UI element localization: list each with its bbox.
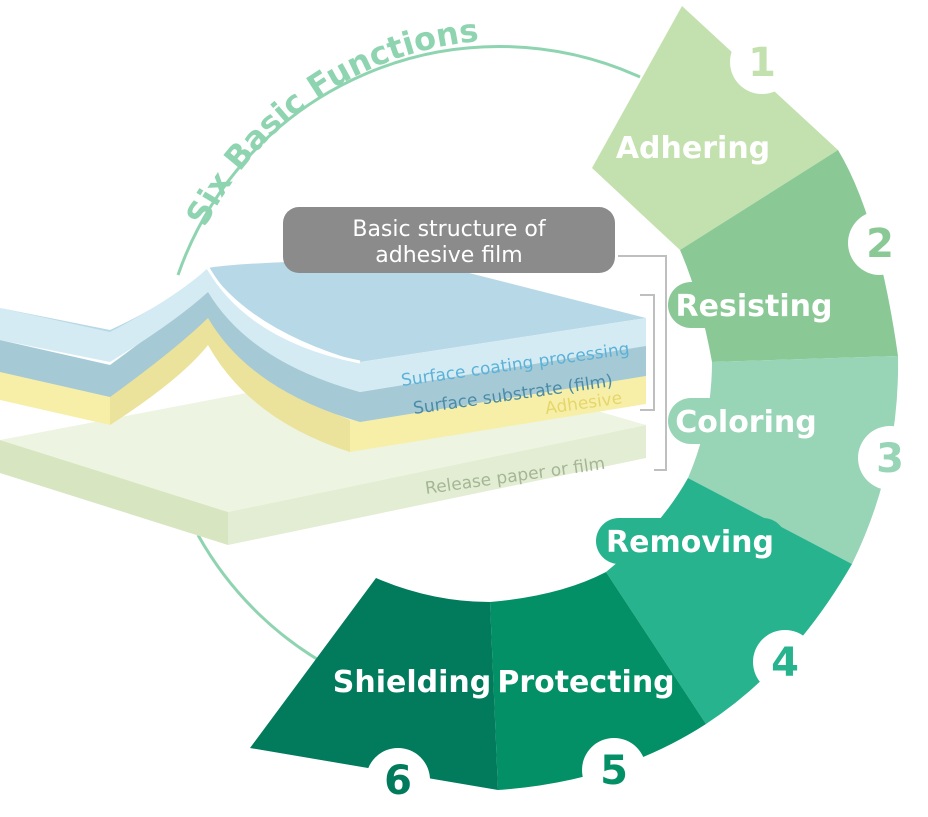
bracket-outer xyxy=(618,255,667,471)
coating-front xyxy=(0,268,646,392)
function-label-resisting: Resisting xyxy=(676,289,833,324)
coating-top xyxy=(0,258,646,362)
number-circle-1 xyxy=(730,30,794,94)
removing-pill xyxy=(596,518,786,564)
function-label-protecting: Protecting xyxy=(497,665,674,700)
function-label-coloring: Coloring xyxy=(675,405,816,440)
adhesive-layer xyxy=(0,308,646,452)
substrate-layer xyxy=(0,285,646,422)
structure-callout-box xyxy=(283,207,615,273)
release-paper-side xyxy=(228,425,646,545)
function-number-4: 4 xyxy=(771,640,799,686)
resisting-pill xyxy=(668,282,844,328)
function-label-shielding: Shielding xyxy=(333,665,491,700)
diagram-title: Six Basic Functions xyxy=(178,11,480,232)
function-label-removing: Removing xyxy=(606,525,774,560)
diagram-title-text: Six Basic Functions xyxy=(178,11,480,232)
outline-arc-top xyxy=(176,45,641,276)
segment-shielding xyxy=(250,578,498,790)
number-circle-6 xyxy=(366,748,430,812)
function-label-adhering: Adhering xyxy=(616,131,770,166)
outline-arc-bottom xyxy=(196,534,341,674)
structure-callout-line-1: Basic structure of xyxy=(352,217,547,242)
segment-adhering xyxy=(592,6,838,250)
number-circle-5 xyxy=(582,738,646,802)
number-circle-2 xyxy=(848,211,912,275)
function-number-3: 3 xyxy=(876,436,904,482)
segment-protecting xyxy=(490,572,706,790)
function-number-6: 6 xyxy=(384,758,412,804)
function-number-2: 2 xyxy=(866,221,894,267)
coloring-pill xyxy=(668,398,828,444)
film-layers xyxy=(0,258,646,545)
bracket-inner xyxy=(640,294,655,411)
number-circle-4 xyxy=(753,630,817,694)
structure-callout-line-2: adhesive film xyxy=(375,243,522,268)
coating-ridge xyxy=(206,267,361,364)
function-number-1: 1 xyxy=(748,40,776,86)
number-circle-3 xyxy=(858,426,922,490)
release-paper-front xyxy=(0,440,228,545)
function-number-5: 5 xyxy=(600,748,628,794)
